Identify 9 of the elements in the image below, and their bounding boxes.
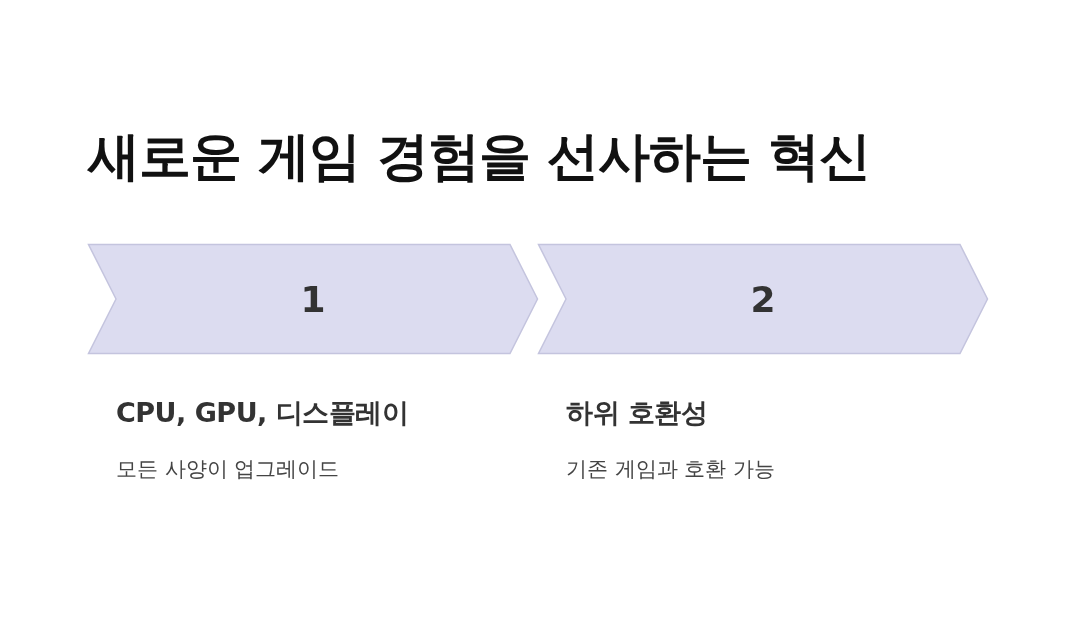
chevron-step — [88, 244, 538, 354]
step-heading: CPU, GPU, 디스플레이 — [116, 396, 409, 430]
step-description: 기존 게임과 호환 가능 — [566, 456, 776, 483]
step-description: 모든 사양이 업그레이드 — [116, 456, 340, 483]
step-heading: 하위 호환성 — [566, 396, 708, 430]
step-number: 2 — [749, 278, 777, 320]
title: 새로운 게임 경험을 선사하는 혁신 — [88, 125, 871, 188]
chevron-step — [538, 244, 988, 354]
step-number: 1 — [299, 278, 327, 320]
